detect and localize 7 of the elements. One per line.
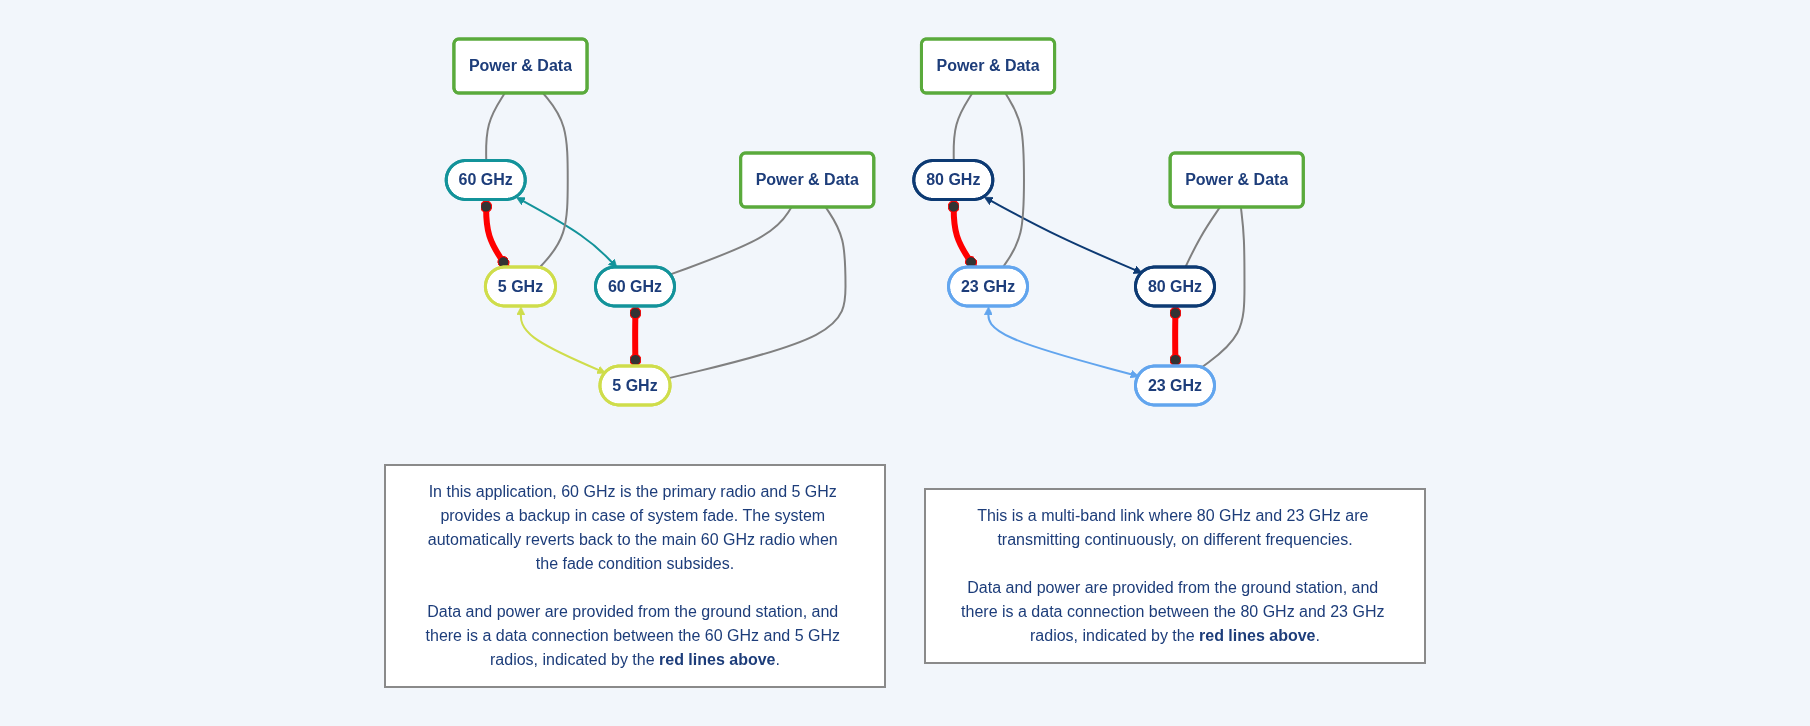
node-box: This is a multi-band link where 80 GHz and 23 GHz are transmitting continuously, on different frequencies. Data and power are provided from the ground station, and there is a data connection between the 80 GHz and 23 GHz radios, indicated by the red lines above. <box>924 488 1426 664</box>
connector <box>629 306 642 367</box>
arrow <box>984 196 1143 274</box>
connector <box>1169 306 1182 367</box>
node-box: In this application, 60 GHz is the primary radio and 5 GHz provides a backup in case of system fade. The system automatically reverts back to the main 60 GHz radio when the fade condition subsides. Data and power are provided from the ground station, and there is a data connection between the 60 GHz and 5 GHz radios, indicated by the red lines above. <box>384 464 886 688</box>
arrow <box>516 306 606 374</box>
arrow <box>516 197 618 268</box>
